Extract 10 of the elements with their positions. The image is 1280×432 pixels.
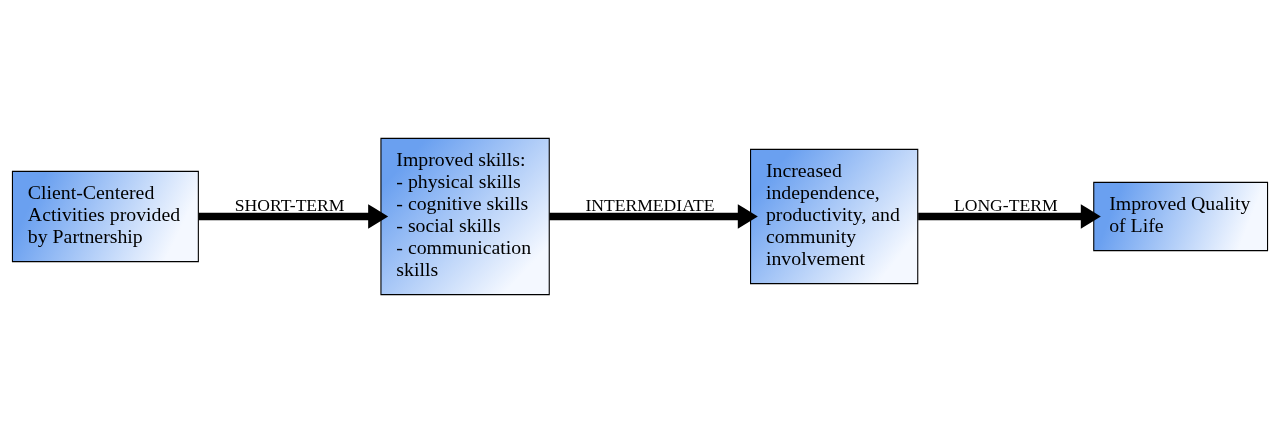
edge-label: LONG-TERM [953, 194, 1058, 215]
arrow [918, 203, 1101, 229]
node-box: Client-Centered Activities provided by Partnership [11, 170, 199, 262]
node-box: Improved skills: - physical skills - cognitive skills - social skills - communication skills [380, 137, 550, 295]
edge-label: INTERMEDIATE [585, 194, 715, 215]
node-box: Increased independence, productivity, and community involvement [750, 148, 919, 284]
edge-label: SHORT-TERM [234, 194, 345, 215]
arrow [549, 203, 758, 229]
node-box: Improved Quality of Life [1093, 181, 1269, 251]
arrow [198, 203, 389, 229]
